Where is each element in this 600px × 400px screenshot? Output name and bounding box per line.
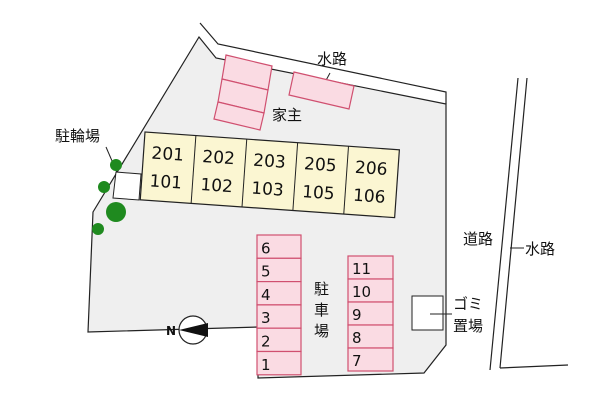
unit-upper: 206	[354, 158, 388, 180]
tree-icon	[106, 202, 126, 222]
parking-space-number: 8	[352, 329, 362, 347]
bike-parking-label: 駐輪場	[55, 127, 100, 145]
unit-lower: 103	[251, 179, 285, 201]
garbage-label-2: 置場	[453, 317, 483, 335]
unit-lower: 102	[200, 175, 234, 197]
parking-space	[347, 347, 394, 372]
road-bottom-line	[499, 364, 569, 369]
unit-upper: 205	[303, 154, 337, 176]
car-parking-label-1: 駐	[314, 280, 329, 298]
channel-top-line	[199, 22, 447, 104]
bike-parking-area	[112, 171, 142, 201]
tree-icon	[110, 159, 122, 171]
owner-label: 家主	[272, 106, 302, 124]
compass-north-label: N	[166, 324, 176, 338]
garbage-area	[411, 295, 444, 331]
parking-space-number: 10	[352, 283, 371, 301]
road-line-left	[489, 77, 519, 371]
parking-right: 11 10 9 8 7	[347, 255, 394, 372]
parking-space-number: 11	[352, 260, 371, 278]
parking-left: 6 5 4 3 2 1	[256, 234, 302, 376]
parking-space-number: 6	[261, 239, 271, 257]
parking-space-number: 7	[352, 352, 362, 370]
channel-right-label: 水路	[525, 240, 555, 258]
unit-lower: 105	[301, 182, 335, 204]
parking-space-number: 2	[261, 333, 271, 351]
parking-space-number: 1	[261, 356, 271, 374]
unit-upper: 201	[151, 144, 185, 166]
unit-upper: 202	[202, 147, 236, 169]
tree-icon	[92, 223, 104, 235]
parking-space-number: 4	[261, 286, 271, 304]
road-label: 道路	[463, 230, 493, 248]
channel-top-label: 水路	[317, 50, 347, 68]
unit-lower: 101	[149, 171, 183, 193]
unit-lower: 106	[352, 186, 386, 208]
tree-icon	[98, 181, 110, 193]
parking-space-number: 3	[261, 309, 271, 327]
car-parking-label-3: 場	[314, 322, 329, 340]
road-line-right	[499, 77, 528, 369]
owner-parking	[213, 54, 355, 131]
unit-upper: 203	[253, 151, 287, 173]
car-parking-label-2: 車	[314, 301, 329, 319]
parking-space-number: 9	[352, 306, 362, 324]
parking-space	[256, 350, 302, 376]
compass-icon: N	[166, 315, 208, 345]
parking-space-number: 5	[261, 263, 271, 281]
garbage-label-1: ゴミ	[453, 295, 483, 313]
trees	[92, 159, 126, 235]
